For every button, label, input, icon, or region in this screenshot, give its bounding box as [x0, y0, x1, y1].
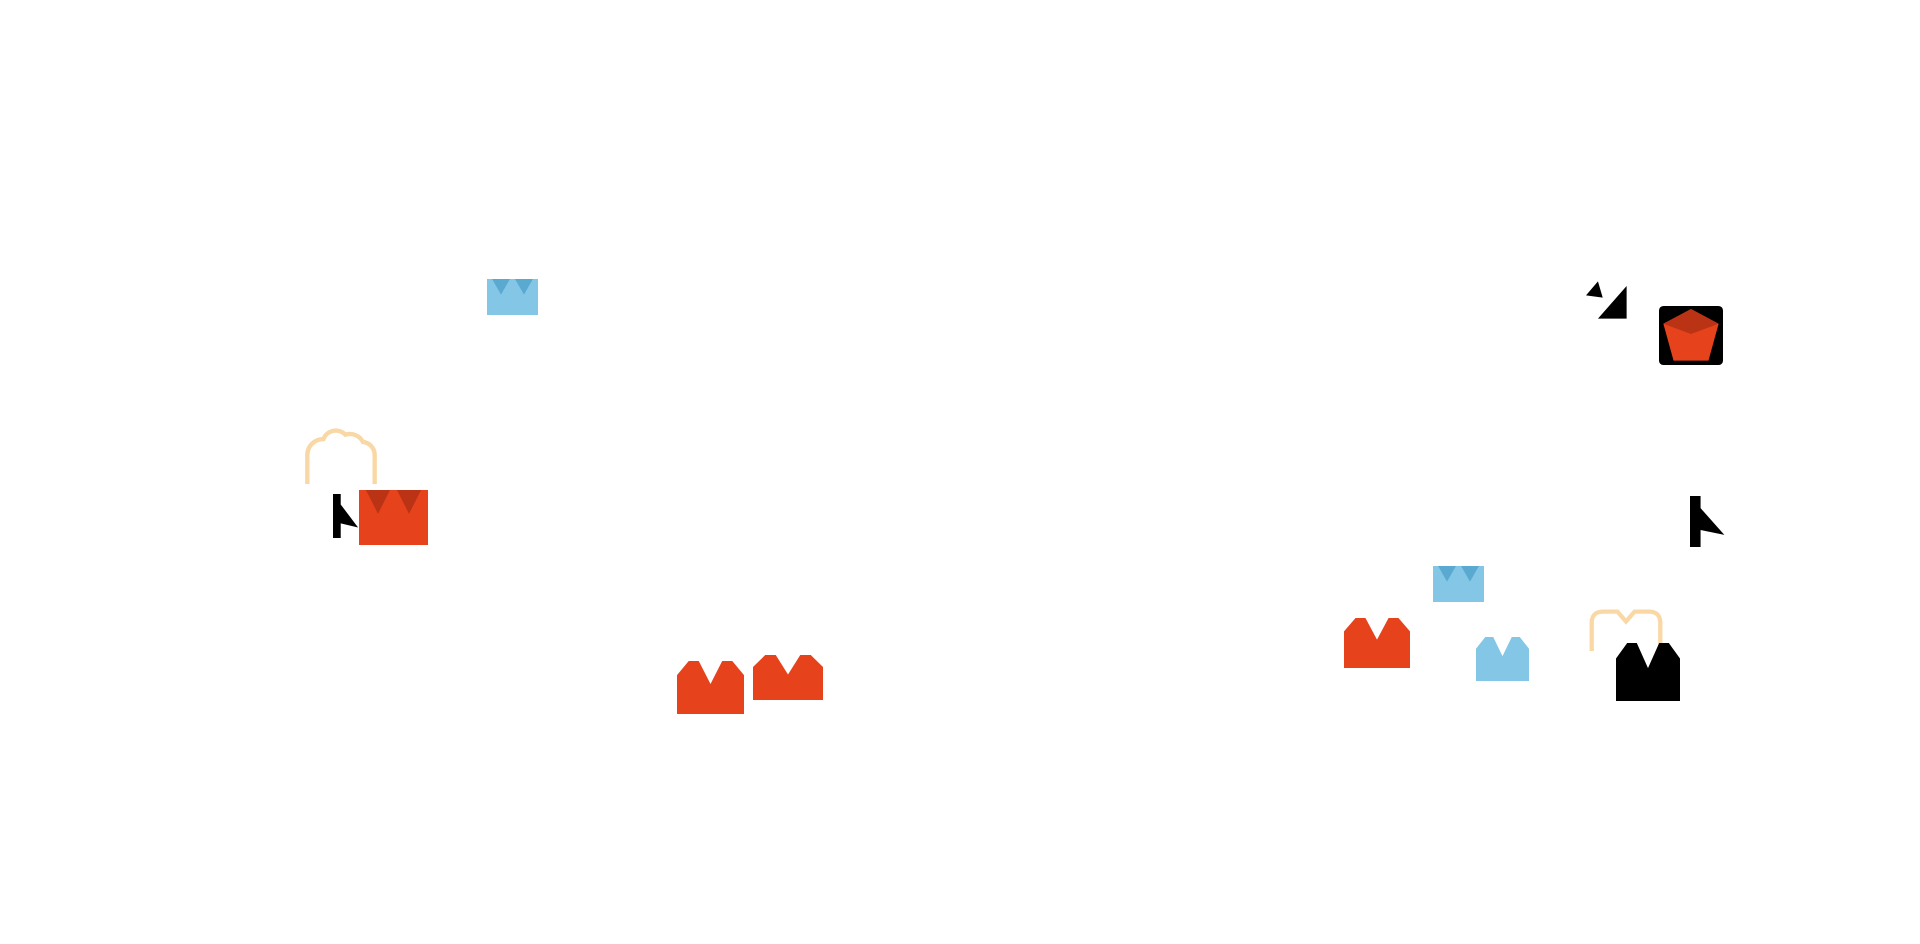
shard-black-plane — [1586, 279, 1629, 321]
gem-peach-cloud[interactable] — [300, 426, 382, 484]
shard-black-flag-1 — [333, 494, 360, 538]
gem-red-crown-3[interactable] — [753, 655, 823, 700]
gem-red-facet[interactable] — [359, 490, 428, 545]
ruby-gem-logo[interactable] — [1659, 306, 1723, 365]
gem-blue-crown[interactable] — [1476, 637, 1529, 681]
gem-blue-facet-1[interactable] — [487, 279, 538, 315]
gem-black-crown[interactable] — [1616, 643, 1680, 701]
gem-peach-outline[interactable] — [1586, 606, 1666, 651]
gem-blue-facet-2[interactable] — [1433, 566, 1484, 602]
gem-red-crown-2[interactable] — [677, 661, 744, 714]
gem-red-crown-1[interactable] — [1344, 618, 1410, 668]
shard-black-flag-2 — [1690, 496, 1727, 547]
